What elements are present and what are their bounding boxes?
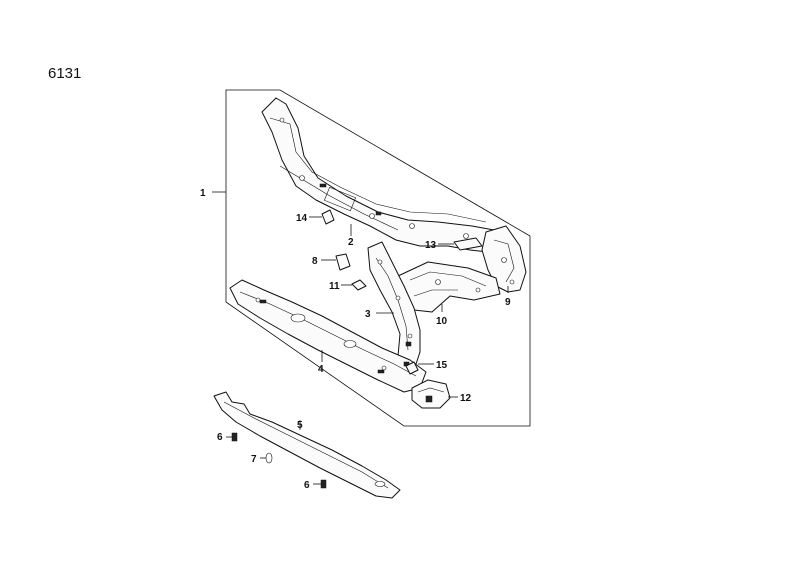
callout-6-upper: 6	[217, 432, 223, 443]
callout-8: 8	[312, 256, 318, 267]
under-cover	[213, 391, 401, 499]
right-side-bracket	[481, 225, 527, 293]
clip-11	[351, 279, 367, 291]
center-side-member	[397, 261, 501, 313]
callout-11: 11	[329, 281, 340, 292]
callout-14: 14	[296, 213, 308, 224]
clip-14	[321, 209, 335, 225]
upper-tie-bar	[261, 97, 499, 253]
callouts: 1 2 3 4 5 6 7 6 8 9 10 11 12 13 14 15	[200, 188, 511, 491]
rivet-7	[265, 452, 273, 464]
callout-9: 9	[505, 297, 511, 308]
callout-13: 13	[425, 240, 437, 251]
diagram-code: 6131	[48, 65, 81, 82]
callout-6-lower: 6	[304, 480, 310, 491]
bolt-6-lower	[320, 479, 327, 489]
callout-2: 2	[348, 237, 354, 248]
callout-4: 4	[318, 364, 324, 375]
callout-5: 5	[297, 420, 303, 431]
leader-lines	[212, 191, 509, 485]
bracket-13	[453, 237, 483, 251]
callout-15: 15	[436, 360, 448, 371]
clip-15	[405, 361, 419, 375]
bracket-8	[335, 253, 351, 271]
lower-right-bracket	[411, 379, 451, 409]
callout-10: 10	[436, 316, 448, 327]
lower-tie-bar	[229, 279, 427, 393]
bolt-6-upper	[231, 432, 238, 442]
callout-3: 3	[365, 309, 371, 320]
callout-7: 7	[251, 454, 257, 465]
assembly-outline	[225, 89, 531, 427]
callout-1: 1	[200, 188, 206, 199]
callout-12: 12	[460, 393, 472, 404]
